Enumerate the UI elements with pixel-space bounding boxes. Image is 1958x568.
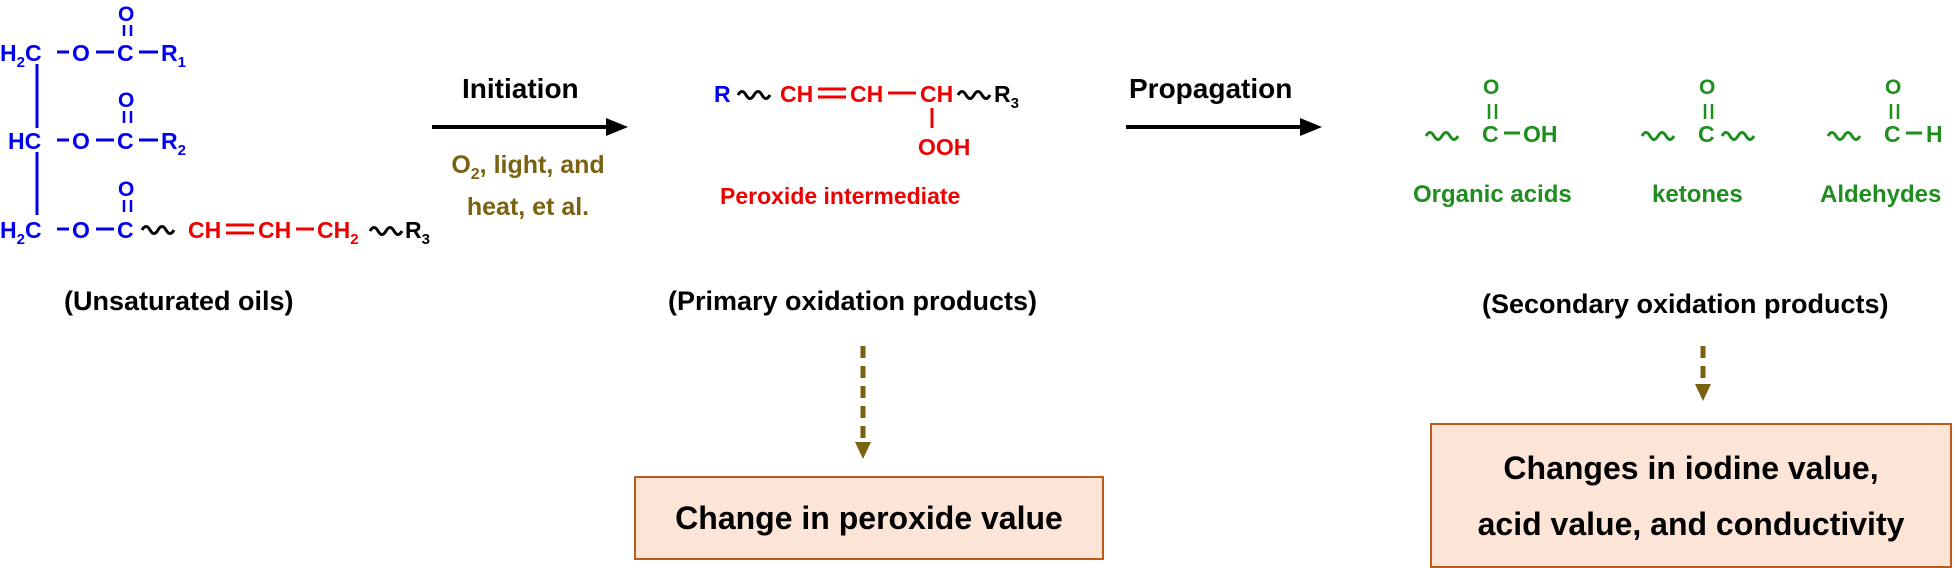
peroxide-value-text: Change in peroxide value — [675, 500, 1063, 536]
h2c-bot-label: H2C — [0, 217, 42, 248]
caption-unsaturated-oils: (Unsaturated oils) — [64, 286, 294, 316]
carbonyl-o-2: O — [118, 89, 134, 112]
secondary-changes-line-2: acid value, and conductivity — [1477, 505, 1905, 542]
peroxide-r-label: R — [714, 81, 731, 107]
wavy-bond-icon — [736, 90, 772, 100]
propagation-arrow — [1126, 118, 1322, 136]
dashed-arrow-primary — [855, 346, 871, 459]
acid-c: C — [1482, 121, 1499, 147]
ketone-c: C — [1698, 121, 1715, 147]
wavy-bond-icon — [140, 225, 176, 235]
r2-label: R2 — [161, 128, 186, 159]
ester-o-1: O — [72, 40, 90, 66]
triglyceride-structure: H2C O C O R1 HC O C O R2 H2C O C O CH CH… — [0, 3, 430, 248]
secondary-products-structures: C O OH C O C O H — [1424, 76, 1943, 147]
carbonyl-c-1: C — [117, 40, 134, 66]
propagation-label: Propagation — [1129, 73, 1293, 104]
ester-o-3: O — [72, 217, 90, 243]
aldehyde-c: C — [1884, 121, 1901, 147]
caption-primary-products: (Primary oxidation products) — [668, 286, 1038, 316]
aldehyde-h: H — [1926, 121, 1943, 147]
wavy-bond-icon — [1640, 131, 1676, 141]
ketones-label: ketones — [1652, 181, 1743, 208]
chain-ch-2: CH — [258, 217, 291, 243]
dashed-arrow-secondary — [1695, 346, 1711, 401]
wavy-bond-icon — [1720, 131, 1756, 141]
h2c-top-label: H2C — [0, 40, 42, 71]
secondary-changes-box: Changes in iodine value, acid value, and… — [1430, 423, 1952, 568]
hc-mid-label: HC — [8, 128, 41, 154]
ketone-o: O — [1699, 76, 1715, 99]
acid-oh: OH — [1523, 121, 1558, 147]
chain-ch2: CH2 — [317, 217, 359, 248]
caption-secondary-products: (Secondary oxidation products) — [1482, 289, 1889, 319]
peroxide-ooh: OOH — [918, 134, 970, 160]
r3-label: R3 — [405, 217, 430, 248]
peroxide-value-box: Change in peroxide value — [634, 476, 1104, 560]
ester-o-2: O — [72, 128, 90, 154]
secondary-changes-line-1: Changes in iodine value, — [1503, 449, 1879, 486]
initiation-arrow — [432, 118, 628, 136]
organic-acids-label: Organic acids — [1413, 181, 1572, 208]
wavy-bond-icon — [1424, 131, 1460, 141]
conditions-line-1: O2, light, and — [451, 151, 605, 183]
carbonyl-o-1: O — [118, 3, 134, 26]
wavy-bond-icon — [368, 226, 404, 236]
carbonyl-c-3: C — [117, 217, 134, 243]
peroxide-ch-3: CH — [920, 81, 953, 107]
chain-ch-1: CH — [188, 217, 221, 243]
aldehyde-o: O — [1885, 76, 1901, 99]
initiation-label: Initiation — [462, 73, 579, 104]
aldehydes-label: Aldehydes — [1820, 181, 1942, 208]
peroxide-structure: R CH CH CH R3 OOH — [714, 81, 1019, 160]
wavy-bond-icon — [1826, 131, 1862, 141]
conditions-line-2: heat, et al. — [466, 193, 590, 221]
wavy-bond-icon — [956, 90, 992, 100]
peroxide-ch-2: CH — [850, 81, 883, 107]
peroxide-intermediate-label: Peroxide intermediate — [720, 183, 961, 209]
carbonyl-c-2: C — [117, 128, 134, 154]
peroxide-ch-1: CH — [780, 81, 813, 107]
acid-o: O — [1483, 76, 1499, 99]
peroxide-r3-label: R3 — [994, 81, 1019, 112]
carbonyl-o-3: O — [118, 178, 134, 201]
r1-label: R1 — [161, 40, 186, 71]
initiation-conditions: O2, light, and heat, et al. — [428, 149, 628, 224]
